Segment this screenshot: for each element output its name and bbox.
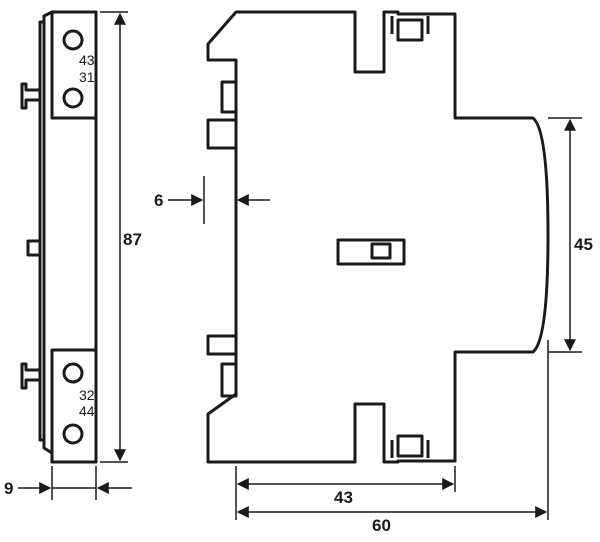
dim-45-label: 45 (574, 235, 593, 254)
upper-terminal-block (50, 10, 98, 120)
terminal-screw-32 (62, 362, 84, 384)
terminal-label-43: 43 (79, 52, 95, 68)
left-tab-upper-1 (220, 80, 238, 114)
bottom-clip-window (396, 434, 424, 458)
upper-mounting-clip (20, 82, 40, 110)
left-tab-lower-2 (220, 362, 238, 398)
bottom-clip-sides (390, 440, 430, 458)
dim-60-label: 60 (372, 516, 391, 535)
terminal-label-31: 31 (79, 69, 95, 85)
dim-9-label: 9 (4, 479, 13, 498)
terminal-screw-43 (62, 29, 84, 51)
middle-latch (26, 239, 42, 257)
left-tab-upper-2 (206, 118, 238, 150)
dim-6-label: 6 (154, 191, 163, 210)
center-slider (370, 242, 392, 260)
top-clip-sides (390, 16, 430, 34)
top-clip-window (396, 18, 424, 42)
terminal-screw-44 (62, 423, 84, 445)
dim-87-label: 87 (123, 230, 142, 249)
dim-43-label: 43 (334, 488, 353, 507)
front-body-outline (206, 10, 550, 464)
terminal-screw-31 (62, 87, 84, 109)
terminal-label-32: 32 (79, 387, 95, 403)
center-slot (336, 238, 406, 266)
front-view: 6 45 43 60 (154, 10, 593, 535)
side-view: 43 31 32 44 87 9 (4, 10, 142, 500)
terminal-label-44: 44 (79, 403, 95, 419)
lower-terminal-block (50, 348, 98, 464)
left-tab-lower-1 (206, 334, 238, 356)
lower-mounting-clip (20, 362, 40, 390)
